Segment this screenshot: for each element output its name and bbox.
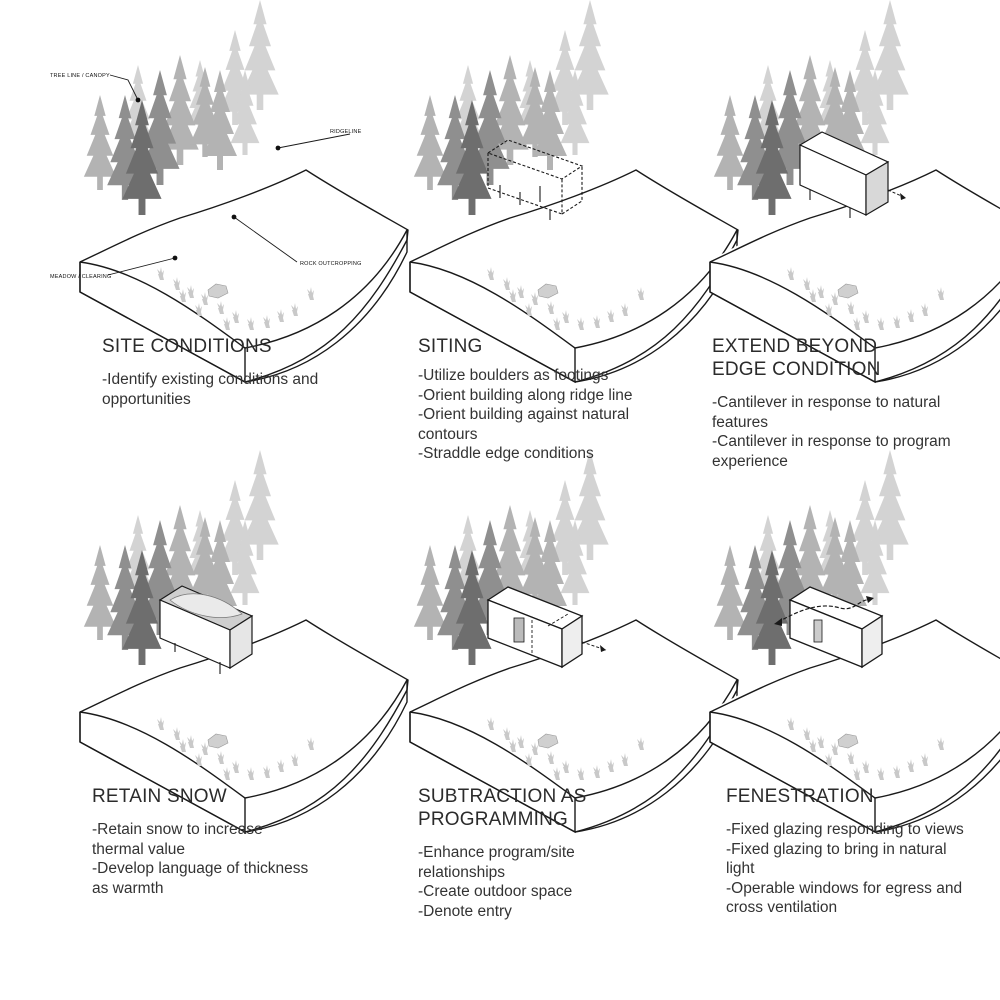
bullet-item: -Retain snow to increase thermal value <box>92 821 263 858</box>
panel-title: SITING <box>418 336 483 357</box>
panel-retain-snow-text: RETAIN SNOW -Retain snow to increase the… <box>92 785 312 898</box>
bullet-list: -Identify existing conditions and opport… <box>102 370 372 409</box>
bullet-item: -Orient building along ridge line <box>418 386 633 404</box>
panel-extend-beyond-drawing <box>710 0 1000 382</box>
panel-subtraction-drawing <box>410 450 738 832</box>
annotation-tree-line: TREE LINE / CANOPY <box>50 73 110 79</box>
bullet-list: -Retain snow to increase thermal value -… <box>92 820 312 898</box>
bullet-item: -Denote entry <box>418 902 512 920</box>
bullet-item: -Operable windows for egress and cross v… <box>726 879 963 917</box>
panel-site-conditions-drawing: TREE LINE / CANOPY RIDGELINE ROCK OUTCRO… <box>50 0 408 382</box>
panel-subtraction-text: SUBTRACTION AS PROGRAMMING -Enhance prog… <box>418 785 638 921</box>
annotation-ridgeline: RIDGELINE <box>330 129 362 135</box>
bullet-item: -Cantilever in response to program exper… <box>712 433 951 470</box>
bullet-item: -Straddle edge conditions <box>418 445 594 463</box>
bullet-item: -Orient building against natural contour… <box>418 406 630 443</box>
panel-title: RETAIN SNOW <box>92 786 227 807</box>
bullet-item: -Fixed glazing to bring in natural light <box>726 840 947 878</box>
bullet-list: -Fixed glazing responding to views -Fixe… <box>726 820 966 918</box>
bullet-list: -Enhance program/site relationships -Cre… <box>418 843 638 921</box>
bullet-item: -Cantilever in response to natural featu… <box>712 394 941 431</box>
bullet-item: -Create outdoor space <box>418 883 573 901</box>
panel-site-conditions-text: SITE CONDITIONS -Identify existing condi… <box>102 335 372 409</box>
bullet-item: -Develop language of thickness as warmth <box>92 860 309 897</box>
panel-extend-beyond-text: EXTEND BEYOND EDGE CONDITION -Cantilever… <box>712 335 952 471</box>
panel-siting-drawing <box>410 0 738 382</box>
bullet-item: -Identify existing conditions and opport… <box>102 371 319 408</box>
panel-retain-snow-drawing <box>80 450 408 832</box>
panel-fenestration-text: FENESTRATION -Fixed glazing responding t… <box>726 785 966 918</box>
panel-fenestration-drawing <box>710 450 1000 832</box>
panel-title: EXTEND BEYOND EDGE CONDITION <box>712 336 881 380</box>
bullet-item: -Utilize boulders as footings <box>418 367 609 384</box>
annotation-rock-outcropping: ROCK OUTCROPPING <box>300 261 362 267</box>
panel-siting-text: SITING -Utilize boulders as footings -Or… <box>418 335 668 464</box>
bullet-item: -Enhance program/site relationships <box>418 844 575 881</box>
bullet-item: -Fixed glazing responding to views <box>726 821 964 838</box>
bullet-list: -Cantilever in response to natural featu… <box>712 393 952 471</box>
bullet-list: -Utilize boulders as footings -Orient bu… <box>418 366 668 464</box>
panel-title: FENESTRATION <box>726 786 874 807</box>
annotation-meadow-clearing: MEADOW / CLEARING <box>50 274 111 280</box>
panel-title: SITE CONDITIONS <box>102 336 272 357</box>
panel-title: SUBTRACTION AS PROGRAMMING <box>418 786 587 830</box>
